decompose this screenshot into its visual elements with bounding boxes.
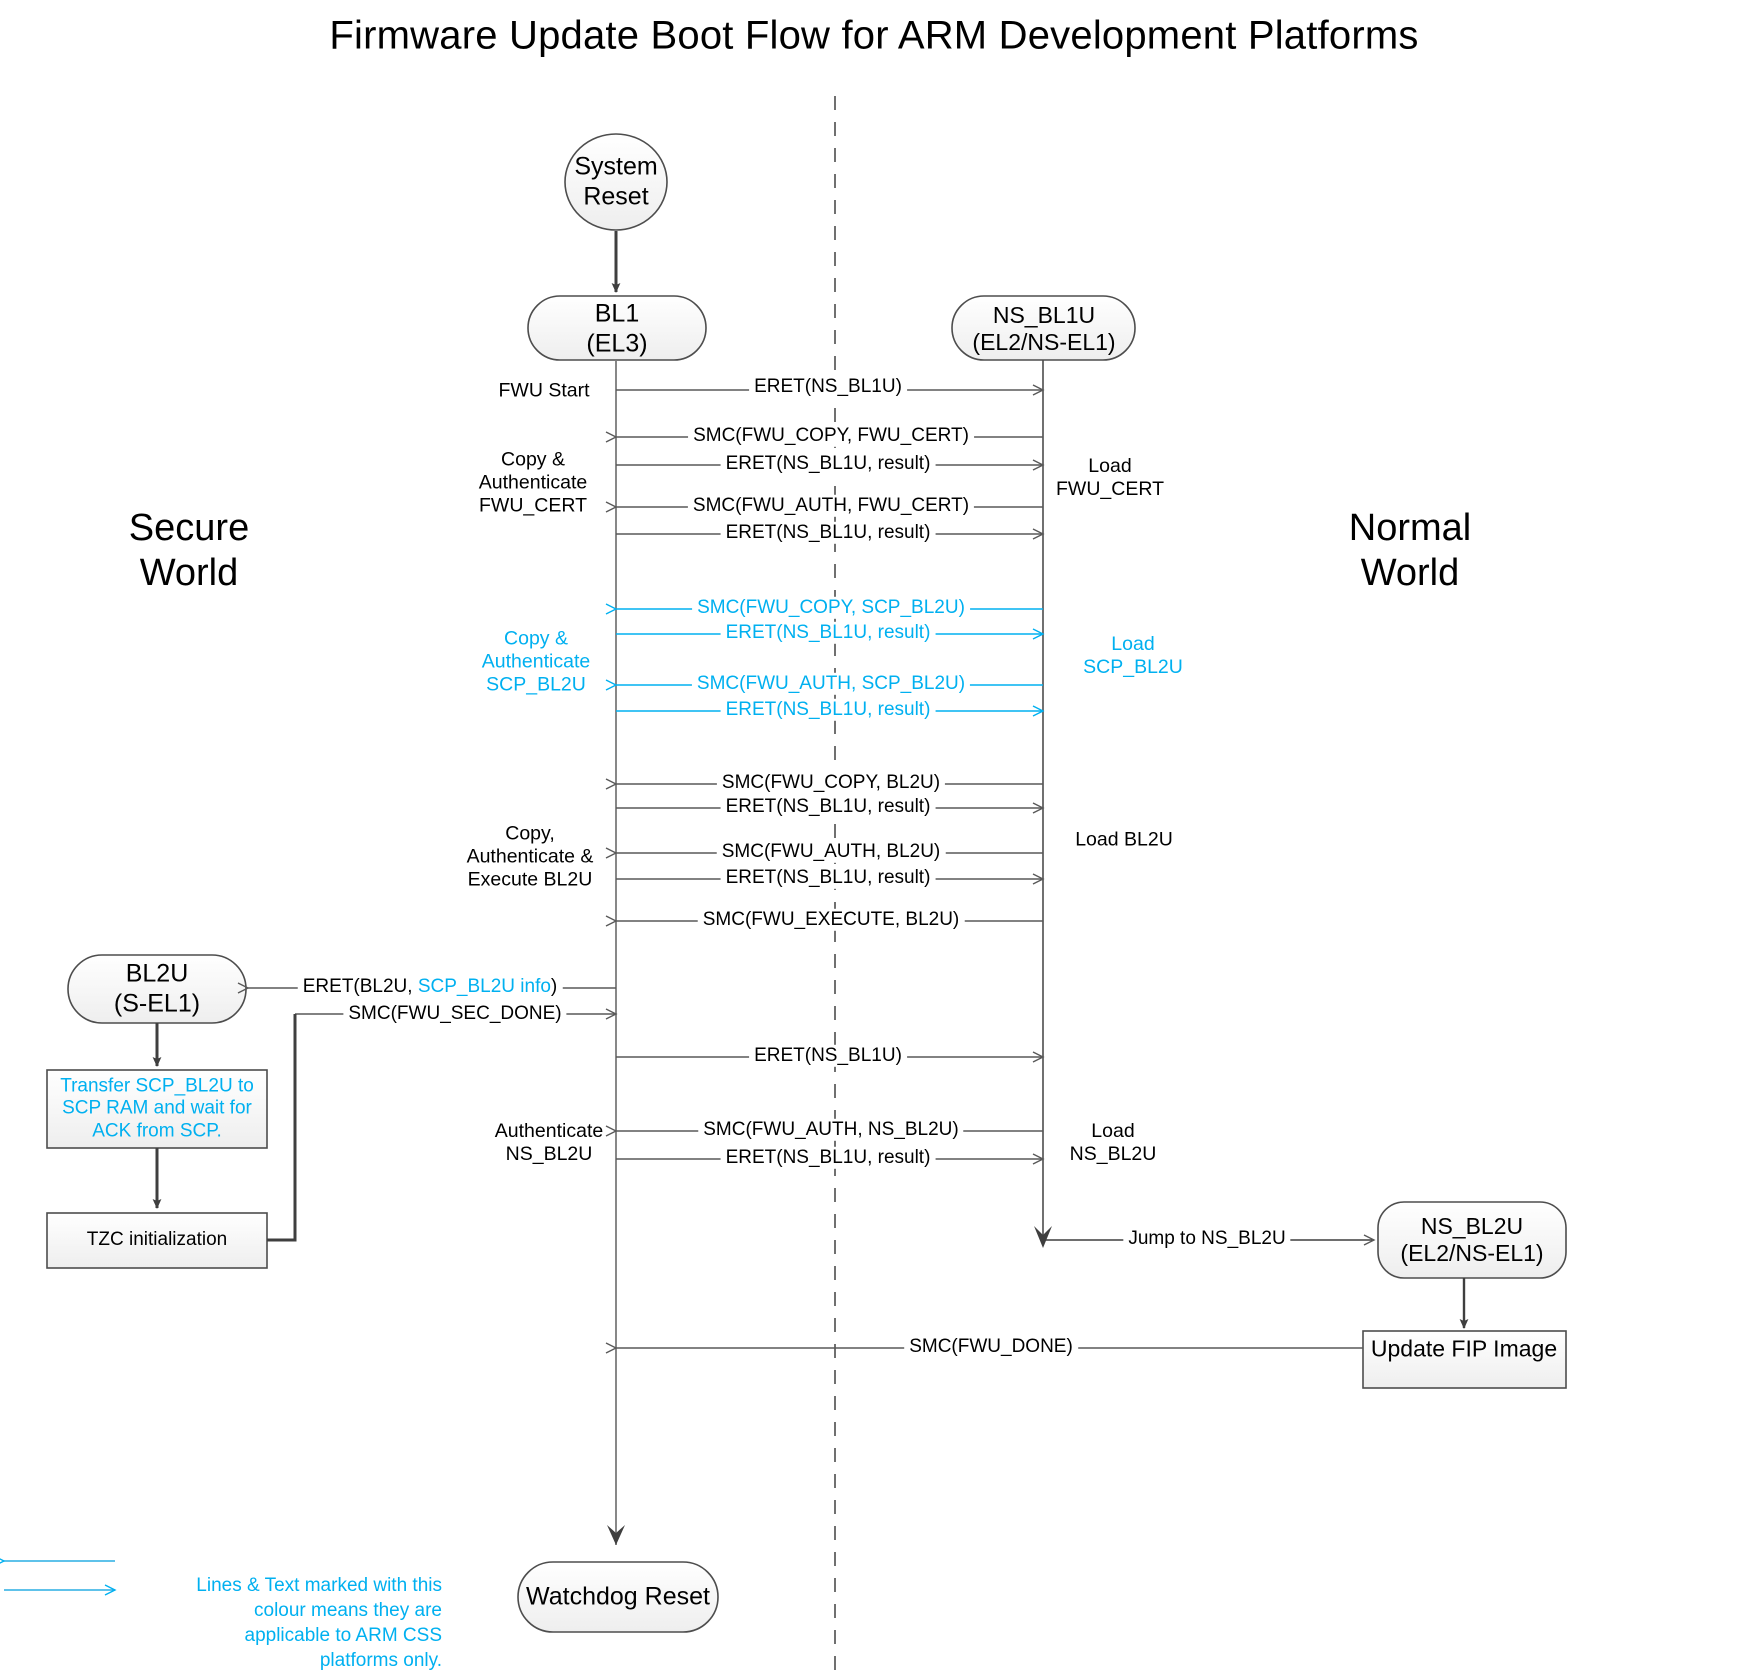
message-label: ERET(NS_BL1U, result) xyxy=(720,795,936,819)
message-label: ERET(NS_BL1U, result) xyxy=(720,521,936,545)
page-title: Firmware Update Boot Flow for ARM Develo… xyxy=(329,13,1419,58)
node-watchdog-reset-label[interactable]: Watchdog Reset xyxy=(526,1582,710,1611)
message-label: SMC(FWU_EXECUTE, BL2U) xyxy=(697,908,965,932)
message-label: ERET(NS_BL1U, result) xyxy=(720,452,936,476)
legend-text: Lines & Text marked with this colour mea… xyxy=(196,1575,442,1672)
message-label: SMC(FWU_COPY, BL2U) xyxy=(716,771,946,795)
node-bl2u-label[interactable]: BL2U (S-EL1) xyxy=(113,959,201,1018)
message-label: SMC(FWU_AUTH, FWU_CERT) xyxy=(687,494,975,518)
node-ns-bl1u-label[interactable]: NS_BL1U (EL2/NS-EL1) xyxy=(972,301,1116,355)
side-label-load-bl2u: Load BL2U xyxy=(1075,828,1173,851)
node-bl1-shape xyxy=(527,295,707,361)
side-label-load-ns-bl2u: Load NS_BL2U xyxy=(1069,1120,1157,1165)
normal-world-label: Normal World xyxy=(1348,507,1472,594)
node-ns-bl2u-label[interactable]: NS_BL2U (EL2/NS-EL1) xyxy=(1400,1212,1544,1266)
side-label-copy-auth-scp-bl2u: Copy & Authenticate SCP_BL2U xyxy=(481,627,591,696)
side-label-authenticate-ns-bl2u: Authenticate NS_BL2U xyxy=(494,1120,604,1165)
process-box-tzc-init: TZC initialization xyxy=(86,1228,228,1250)
message-label: SMC(FWU_AUTH, NS_BL2U) xyxy=(698,1118,964,1142)
message-label: SMC(FWU_AUTH, SCP_BL2U) xyxy=(691,672,971,696)
secure-world-label: Secure World xyxy=(128,507,250,594)
message-label: SMC(FWU_AUTH, BL2U) xyxy=(716,840,946,864)
lifeline-ns-bl1u xyxy=(1034,360,1052,1248)
message-label-smc-fwu-done: SMC(FWU_DONE) xyxy=(904,1335,1078,1359)
message-label: SMC(FWU_COPY, FWU_CERT) xyxy=(688,424,974,448)
process-box-update-fip: Update FIP Image xyxy=(1370,1335,1558,1362)
side-label-load-fwu-cert: Load FWU_CERT xyxy=(1056,455,1164,500)
node-bl2u-shape xyxy=(46,954,618,1269)
eret-bl2u-pre: ERET(BL2U, xyxy=(302,975,418,997)
eret-bl2u-cyan-part: SCP_BL2U info xyxy=(417,975,551,997)
lifeline-bl1 xyxy=(607,360,625,1545)
node-system-reset-shape xyxy=(564,133,668,293)
message-label: ERET(NS_BL1U) xyxy=(749,375,907,399)
message-label-eret-bl2u: ERET(BL2U, SCP_BL2U info) xyxy=(297,975,563,999)
side-label-copy-auth-exec-bl2u: Copy, Authenticate & Execute BL2U xyxy=(466,822,594,891)
message-label-smc-fwu-sec-done: SMC(FWU_SEC_DONE) xyxy=(343,1002,567,1026)
process-box-transfer-scp: Transfer SCP_BL2U to SCP RAM and wait fo… xyxy=(60,1075,254,1142)
side-label-load-scp-bl2u: Load SCP_BL2U xyxy=(1083,633,1183,678)
message-label: ERET(NS_BL1U, result) xyxy=(720,866,936,890)
message-label: ERET(NS_BL1U, result) xyxy=(720,621,936,645)
eret-bl2u-post: ) xyxy=(550,975,558,997)
legend-arrows xyxy=(0,1555,117,1596)
side-label-copy-auth-fwu-cert: Copy & Authenticate FWU_CERT xyxy=(478,448,588,517)
message-label: ERET(NS_BL1U, result) xyxy=(720,698,936,722)
message-label: SMC(FWU_COPY, SCP_BL2U) xyxy=(692,596,970,620)
message-label-jump-to-ns-bl2u: Jump to NS_BL2U xyxy=(1123,1227,1291,1251)
node-bl1-label[interactable]: BL1 (EL3) xyxy=(586,299,648,358)
message-label: ERET(NS_BL1U, result) xyxy=(720,1146,936,1170)
message-label: ERET(NS_BL1U) xyxy=(749,1044,907,1068)
node-system-reset-label[interactable]: System Reset xyxy=(574,152,658,211)
side-label-fwu-start: FWU Start xyxy=(498,379,590,402)
node-watchdog-reset-shape xyxy=(517,1561,719,1633)
